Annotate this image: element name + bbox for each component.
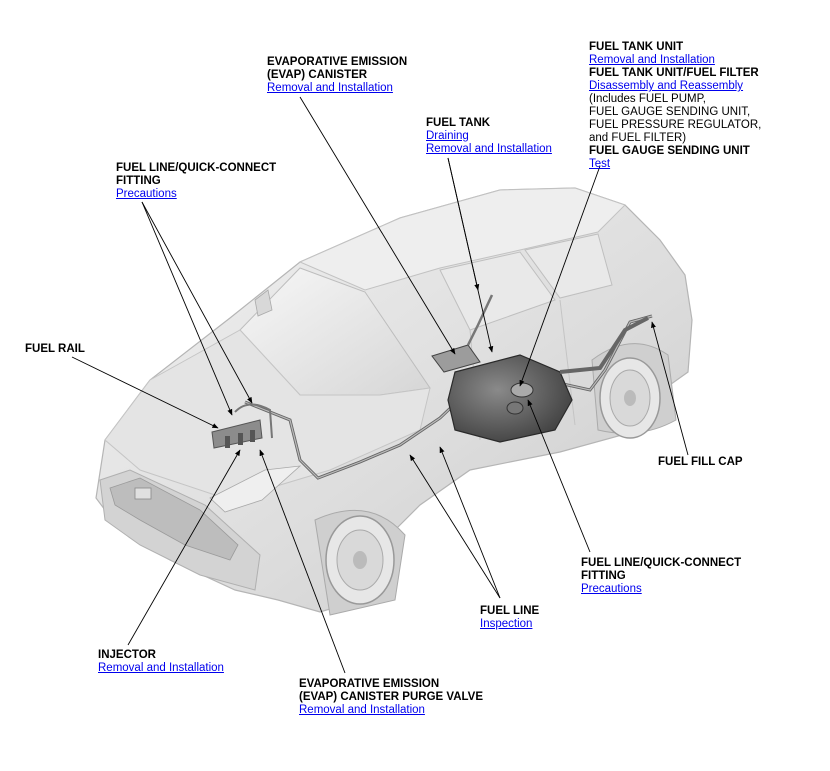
- fuel-line-qc-front-precautions-link[interactable]: Precautions: [116, 188, 177, 200]
- leader-lines: [71, 96, 689, 674]
- fuel-rail-title: FUEL RAIL: [25, 343, 85, 355]
- fuel-system: [211, 294, 653, 480]
- fuel-tank-unit-note-3: FUEL PRESSURE REGULATOR,: [589, 119, 762, 131]
- callout-injector: INJECTOR Removal and Installation: [98, 649, 224, 675]
- fuel-tank-unit-filter-title: FUEL TANK UNIT/FUEL FILTER: [589, 67, 759, 79]
- fuel-line-qc-front-title-2: FITTING: [116, 175, 161, 187]
- fuel-fill-cap-title: FUEL FILL CAP: [658, 456, 743, 468]
- fuel-line-qc-rear-title-1: FUEL LINE/QUICK-CONNECT: [581, 557, 742, 569]
- callout-fuel-rail: FUEL RAIL: [25, 343, 85, 356]
- evap-canister-removal-link[interactable]: Removal and Installation: [267, 82, 393, 94]
- evap-purge-valve-title-2: (EVAP) CANISTER PURGE VALVE: [299, 691, 484, 703]
- fuel-line-qc-rear-title-2: FITTING: [581, 570, 626, 582]
- fuel-tank-unit-note-2: FUEL GAUGE SENDING UNIT,: [589, 106, 751, 118]
- car-body: [95, 187, 693, 616]
- fuel-tank-unit-note-4: and FUEL FILTER): [589, 132, 687, 144]
- callout-fuel-tank-unit: FUEL TANK UNIT Removal and Installation …: [589, 41, 761, 171]
- callout-evap-purge-valve: EVAPORATIVE EMISSION (EVAP) CANISTER PUR…: [299, 678, 483, 717]
- callout-fuel-tank: FUEL TANK Draining Removal and Installat…: [426, 117, 552, 156]
- injector-title: INJECTOR: [98, 649, 156, 661]
- fuel-line-qc-front-title-1: FUEL LINE/QUICK-CONNECT: [116, 162, 277, 174]
- fuel-gauge-sending-unit-test-link[interactable]: Test: [589, 158, 611, 170]
- fuel-line-title: FUEL LINE: [480, 605, 540, 617]
- fuel-line-qc-rear-precautions-link[interactable]: Precautions: [581, 583, 642, 595]
- callout-evap-canister: EVAPORATIVE EMISSION (EVAP) CANISTER Rem…: [267, 56, 407, 95]
- fuel-gauge-sending-unit-title: FUEL GAUGE SENDING UNIT: [589, 145, 750, 157]
- evap-purge-valve-title-1: EVAPORATIVE EMISSION: [299, 678, 440, 690]
- evap-canister-title-1: EVAPORATIVE EMISSION: [267, 56, 408, 68]
- callout-fuel-line-qc-rear: FUEL LINE/QUICK-CONNECT FITTING Precauti…: [581, 557, 741, 596]
- callout-fuel-line: FUEL LINE Inspection: [480, 605, 539, 631]
- evap-purge-valve-removal-link[interactable]: Removal and Installation: [299, 704, 425, 716]
- fuel-line-inspection-link[interactable]: Inspection: [480, 618, 533, 630]
- callout-fuel-fill-cap: FUEL FILL CAP: [658, 456, 743, 469]
- evap-canister-title-2: (EVAP) CANISTER: [267, 69, 368, 81]
- callout-fuel-line-qc-front: FUEL LINE/QUICK-CONNECT FITTING Precauti…: [116, 162, 276, 201]
- fuel-tank-unit-disassembly-link[interactable]: Disassembly and Reassembly: [589, 80, 744, 92]
- fuel-tank-title: FUEL TANK: [426, 117, 491, 129]
- injector-removal-link[interactable]: Removal and Installation: [98, 662, 224, 674]
- fuel-tank-unit-title: FUEL TANK UNIT: [589, 41, 684, 53]
- fuel-tank-removal-link[interactable]: Removal and Installation: [426, 143, 552, 155]
- fuel-tank-unit-removal-link[interactable]: Removal and Installation: [589, 54, 715, 66]
- fuel-tank-unit-note-1: (Includes FUEL PUMP,: [589, 93, 706, 105]
- fuel-tank-draining-link[interactable]: Draining: [426, 130, 469, 142]
